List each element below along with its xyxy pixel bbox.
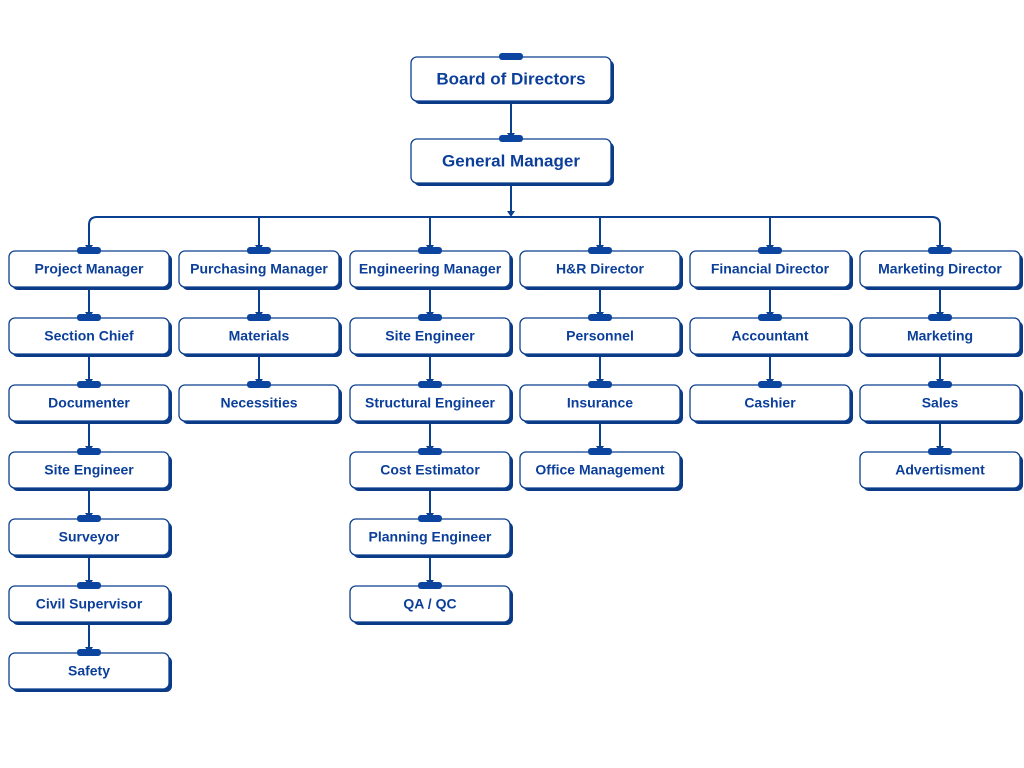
node-documenter: Documenter	[8, 381, 172, 424]
node-structural-engineer: Structural Engineer	[349, 381, 513, 424]
node-general-manager: General Manager	[410, 135, 614, 186]
node-insurance: Insurance	[519, 381, 683, 424]
node-tab	[77, 515, 101, 522]
node-label: Insurance	[567, 395, 633, 411]
node-tab	[77, 649, 101, 656]
node-label: Section Chief	[44, 328, 134, 344]
node-label: Project Manager	[35, 261, 144, 277]
horizontal-bus-line	[88, 216, 941, 226]
node-tab	[928, 381, 952, 388]
node-civil-supervisor: Civil Supervisor	[8, 582, 172, 625]
node-label: Cashier	[744, 395, 796, 411]
connector-lines	[85, 101, 944, 653]
node-tab	[588, 247, 612, 254]
node-label: Necessities	[220, 395, 297, 411]
node-label: Safety	[68, 663, 110, 679]
node-tab	[77, 381, 101, 388]
node-tab	[758, 247, 782, 254]
node-financial-director: Financial Director	[689, 247, 853, 290]
node-purchasing-manager: Purchasing Manager	[178, 247, 342, 290]
node-tab	[247, 314, 271, 321]
node-tab	[418, 515, 442, 522]
node-label: H&R Director	[556, 261, 644, 277]
node-tab	[758, 314, 782, 321]
node-site-engineer: Site Engineer	[8, 448, 172, 491]
node-label: Materials	[229, 328, 290, 344]
node-necessities: Necessities	[178, 381, 342, 424]
node-site-engineer: Site Engineer	[349, 314, 513, 357]
node-label: Civil Supervisor	[36, 596, 143, 612]
node-marketing-director: Marketing Director	[859, 247, 1023, 290]
node-tab	[758, 381, 782, 388]
node-label: Site Engineer	[44, 462, 134, 478]
node-tab	[418, 381, 442, 388]
node-tab	[928, 247, 952, 254]
node-advertisment: Advertisment	[859, 448, 1023, 491]
node-office-management: Office Management	[519, 448, 683, 491]
node-label: QA / QC	[403, 596, 456, 612]
node-marketing: Marketing	[859, 314, 1023, 357]
node-label: Purchasing Manager	[190, 261, 328, 277]
node-tab	[418, 314, 442, 321]
node-label: Sales	[922, 395, 959, 411]
node-qa-qc: QA / QC	[349, 582, 513, 625]
node-label: Planning Engineer	[369, 529, 492, 545]
node-board-of-directors: Board of Directors	[410, 53, 614, 104]
node-tab	[247, 247, 271, 254]
node-surveyor: Surveyor	[8, 515, 172, 558]
node-tab	[77, 582, 101, 589]
node-tab	[418, 448, 442, 455]
node-label: General Manager	[442, 151, 580, 170]
node-tab	[77, 448, 101, 455]
node-label: Office Management	[535, 462, 664, 478]
node-accountant: Accountant	[689, 314, 853, 357]
node-project-manager: Project Manager	[8, 247, 172, 290]
node-tab	[499, 53, 523, 60]
node-tab	[418, 247, 442, 254]
node-handr-director: H&R Director	[519, 247, 683, 290]
node-materials: Materials	[178, 314, 342, 357]
node-tab	[928, 314, 952, 321]
node-label: Site Engineer	[385, 328, 475, 344]
node-tab	[77, 247, 101, 254]
node-label: Engineering Manager	[359, 261, 502, 277]
node-label: Marketing	[907, 328, 973, 344]
node-tab	[499, 135, 523, 142]
node-label: Personnel	[566, 328, 634, 344]
node-label: Financial Director	[711, 261, 830, 277]
node-tab	[588, 448, 612, 455]
node-section-chief: Section Chief	[8, 314, 172, 357]
node-cashier: Cashier	[689, 381, 853, 424]
node-tab	[247, 381, 271, 388]
node-sales: Sales	[859, 381, 1023, 424]
node-label: Documenter	[48, 395, 130, 411]
node-tab	[588, 314, 612, 321]
node-tab	[77, 314, 101, 321]
node-tab	[928, 448, 952, 455]
node-planning-engineer: Planning Engineer	[349, 515, 513, 558]
arrowhead	[507, 211, 515, 217]
node-label: Accountant	[732, 328, 809, 344]
node-personnel: Personnel	[519, 314, 683, 357]
node-tab	[588, 381, 612, 388]
node-safety: Safety	[8, 649, 172, 692]
node-label: Advertisment	[895, 462, 985, 478]
node-tab	[418, 582, 442, 589]
node-engineering-manager: Engineering Manager	[349, 247, 513, 290]
node-label: Cost Estimator	[380, 462, 480, 478]
node-cost-estimator: Cost Estimator	[349, 448, 513, 491]
node-label: Marketing Director	[878, 261, 1002, 277]
node-label: Structural Engineer	[365, 395, 495, 411]
node-label: Surveyor	[59, 529, 120, 545]
node-label: Board of Directors	[436, 69, 585, 88]
